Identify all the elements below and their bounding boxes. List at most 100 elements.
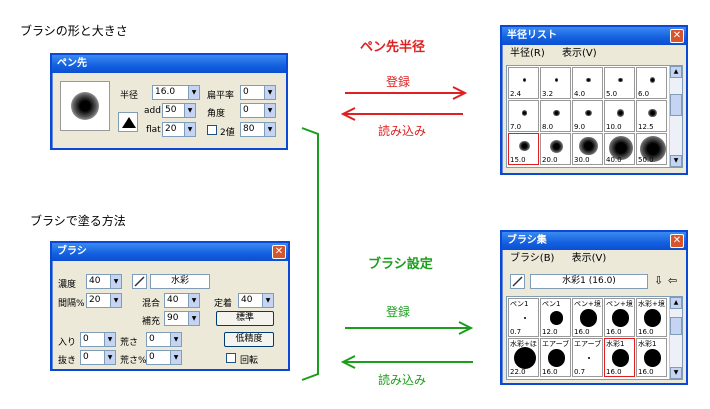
chevron-up-icon[interactable]: ▲ (670, 66, 682, 78)
close-icon[interactable]: ✕ (272, 245, 286, 259)
brush-set-titlebar[interactable]: ブラシ集 ✕ (502, 232, 686, 250)
rough2-value: 0 (149, 352, 155, 362)
radius-cell[interactable]: 6.0 (636, 67, 667, 99)
brush-preset-shape (611, 349, 630, 367)
out-combo[interactable]: 0▼ (80, 350, 116, 365)
scroll-thumb[interactable] (670, 317, 682, 335)
style-name-field[interactable]: 水彩 (150, 274, 210, 289)
radius-cell[interactable]: 3.2 (540, 67, 571, 99)
radius-cell[interactable]: 2.4 (508, 67, 539, 99)
low-precision-button[interactable]: 低精度 (224, 332, 274, 347)
binary-combo[interactable]: 80▼ (240, 122, 276, 137)
radius-cell[interactable]: 4.0 (572, 67, 603, 99)
brush-set-scrollbar[interactable]: ▲ ▼ (669, 297, 682, 379)
chevron-down-icon[interactable]: ▼ (188, 312, 199, 325)
load-icon[interactable]: ⇦ (668, 274, 678, 287)
chevron-down-icon[interactable]: ▼ (184, 104, 195, 117)
close-icon[interactable]: ✕ (670, 29, 684, 43)
chevron-down-icon[interactable]: ▼ (264, 104, 275, 117)
radius-scrollbar[interactable]: ▲ ▼ (669, 66, 682, 167)
menu-radius[interactable]: 半径(R) (510, 48, 545, 59)
radius-dot (550, 139, 563, 153)
rotate-checkbox[interactable] (226, 353, 236, 363)
arrow-register-label-bottom: 登録 (386, 305, 411, 319)
chevron-down-icon[interactable]: ▼ (110, 275, 121, 288)
chevron-down-icon[interactable]: ▼ (110, 294, 121, 307)
brush-icon[interactable] (510, 274, 525, 289)
pen-window-titlebar[interactable]: ペン先 (52, 55, 286, 73)
radius-cell[interactable]: 8.0 (540, 100, 571, 132)
radius-value-label: 8.0 (542, 123, 554, 131)
radius-cell[interactable]: 5.0 (604, 67, 635, 99)
flatness-combo[interactable]: 0▼ (240, 85, 276, 100)
heading-brush-setting: ブラシ設定 (368, 257, 433, 272)
add-combo[interactable]: 50▼ (162, 103, 196, 118)
interval-label: 間隔% (58, 299, 85, 309)
radius-cell[interactable]: 40.0 (604, 133, 635, 165)
chevron-down-icon[interactable]: ▼ (264, 123, 275, 136)
chevron-down-icon[interactable]: ▼ (184, 123, 195, 136)
angle-combo[interactable]: 0▼ (240, 103, 276, 118)
fill-combo[interactable]: 90 ▼ (164, 311, 200, 326)
chevron-down-icon[interactable]: ▼ (170, 351, 181, 364)
radius-list-titlebar[interactable]: 半径リスト ✕ (502, 27, 686, 45)
pen-shape-icon[interactable] (118, 112, 138, 132)
save-icon[interactable]: ⇩ (654, 274, 664, 287)
chevron-up-icon[interactable]: ▲ (670, 297, 682, 309)
binary-checkbox[interactable] (207, 125, 217, 135)
radius-cell[interactable]: 12.5 (636, 100, 667, 132)
radius-cell[interactable]: 9.0 (572, 100, 603, 132)
chevron-down-icon[interactable]: ▼ (104, 351, 115, 364)
chevron-down-icon[interactable]: ▼ (188, 86, 199, 99)
chevron-down-icon[interactable]: ▼ (262, 294, 273, 307)
menu-brush[interactable]: ブラシ(B) (510, 253, 555, 264)
chevron-down-icon[interactable]: ▼ (264, 86, 275, 99)
radius-cell[interactable]: 50.0 (636, 133, 667, 165)
rough2-combo[interactable]: 0▼ (146, 350, 182, 365)
brush-window-titlebar[interactable]: ブラシ ✕ (52, 243, 288, 261)
radius-value-label: 7.0 (510, 123, 522, 131)
menu-view[interactable]: 表示(V) (571, 253, 607, 264)
chevron-down-icon[interactable]: ▼ (170, 333, 181, 346)
radius-value-label: 2.4 (510, 90, 522, 98)
brush-window: ブラシ ✕ 濃度 40▼ 水彩 間隔% 20▼ 混合 40▼ 定着 40▼ 補充… (50, 241, 290, 371)
rough-combo[interactable]: 0▼ (146, 332, 182, 347)
scroll-thumb[interactable] (670, 94, 682, 116)
flat-label: flat (146, 125, 161, 135)
interval-combo[interactable]: 20▼ (86, 293, 122, 308)
flatness-label: 扁平率 (207, 91, 235, 101)
radius-combo[interactable]: 16.0▼ (152, 85, 200, 100)
chevron-down-icon[interactable]: ▼ (104, 333, 115, 346)
radius-cell[interactable]: 7.0 (508, 100, 539, 132)
brush-preset-size: 16.0 (574, 328, 590, 336)
standard-button[interactable]: 標準 (216, 311, 274, 326)
density-combo[interactable]: 40▼ (86, 274, 122, 289)
radius-cell[interactable]: 10.0 (604, 100, 635, 132)
brush-preset-size: 0.7 (510, 328, 522, 336)
chevron-down-icon[interactable]: ▼ (188, 294, 199, 307)
brush-icon[interactable] (132, 274, 147, 289)
in-combo[interactable]: 0▼ (80, 332, 116, 347)
chevron-down-icon[interactable]: ▼ (670, 155, 682, 167)
radius-cell[interactable]: 30.0 (572, 133, 603, 165)
close-icon[interactable]: ✕ (670, 234, 684, 248)
fill-value: 90 (167, 313, 179, 323)
fix-combo[interactable]: 40▼ (238, 293, 274, 308)
chevron-down-icon[interactable]: ▼ (670, 367, 682, 379)
radius-cell[interactable]: 20.0 (540, 133, 571, 165)
mix-combo[interactable]: 40▼ (164, 293, 200, 308)
current-brush-field[interactable]: 水彩1 (16.0) (530, 274, 648, 289)
flat-combo[interactable]: 20▼ (162, 122, 196, 137)
menu-view[interactable]: 表示(V) (561, 48, 597, 59)
radius-cell[interactable]: 15.0 (508, 133, 539, 165)
